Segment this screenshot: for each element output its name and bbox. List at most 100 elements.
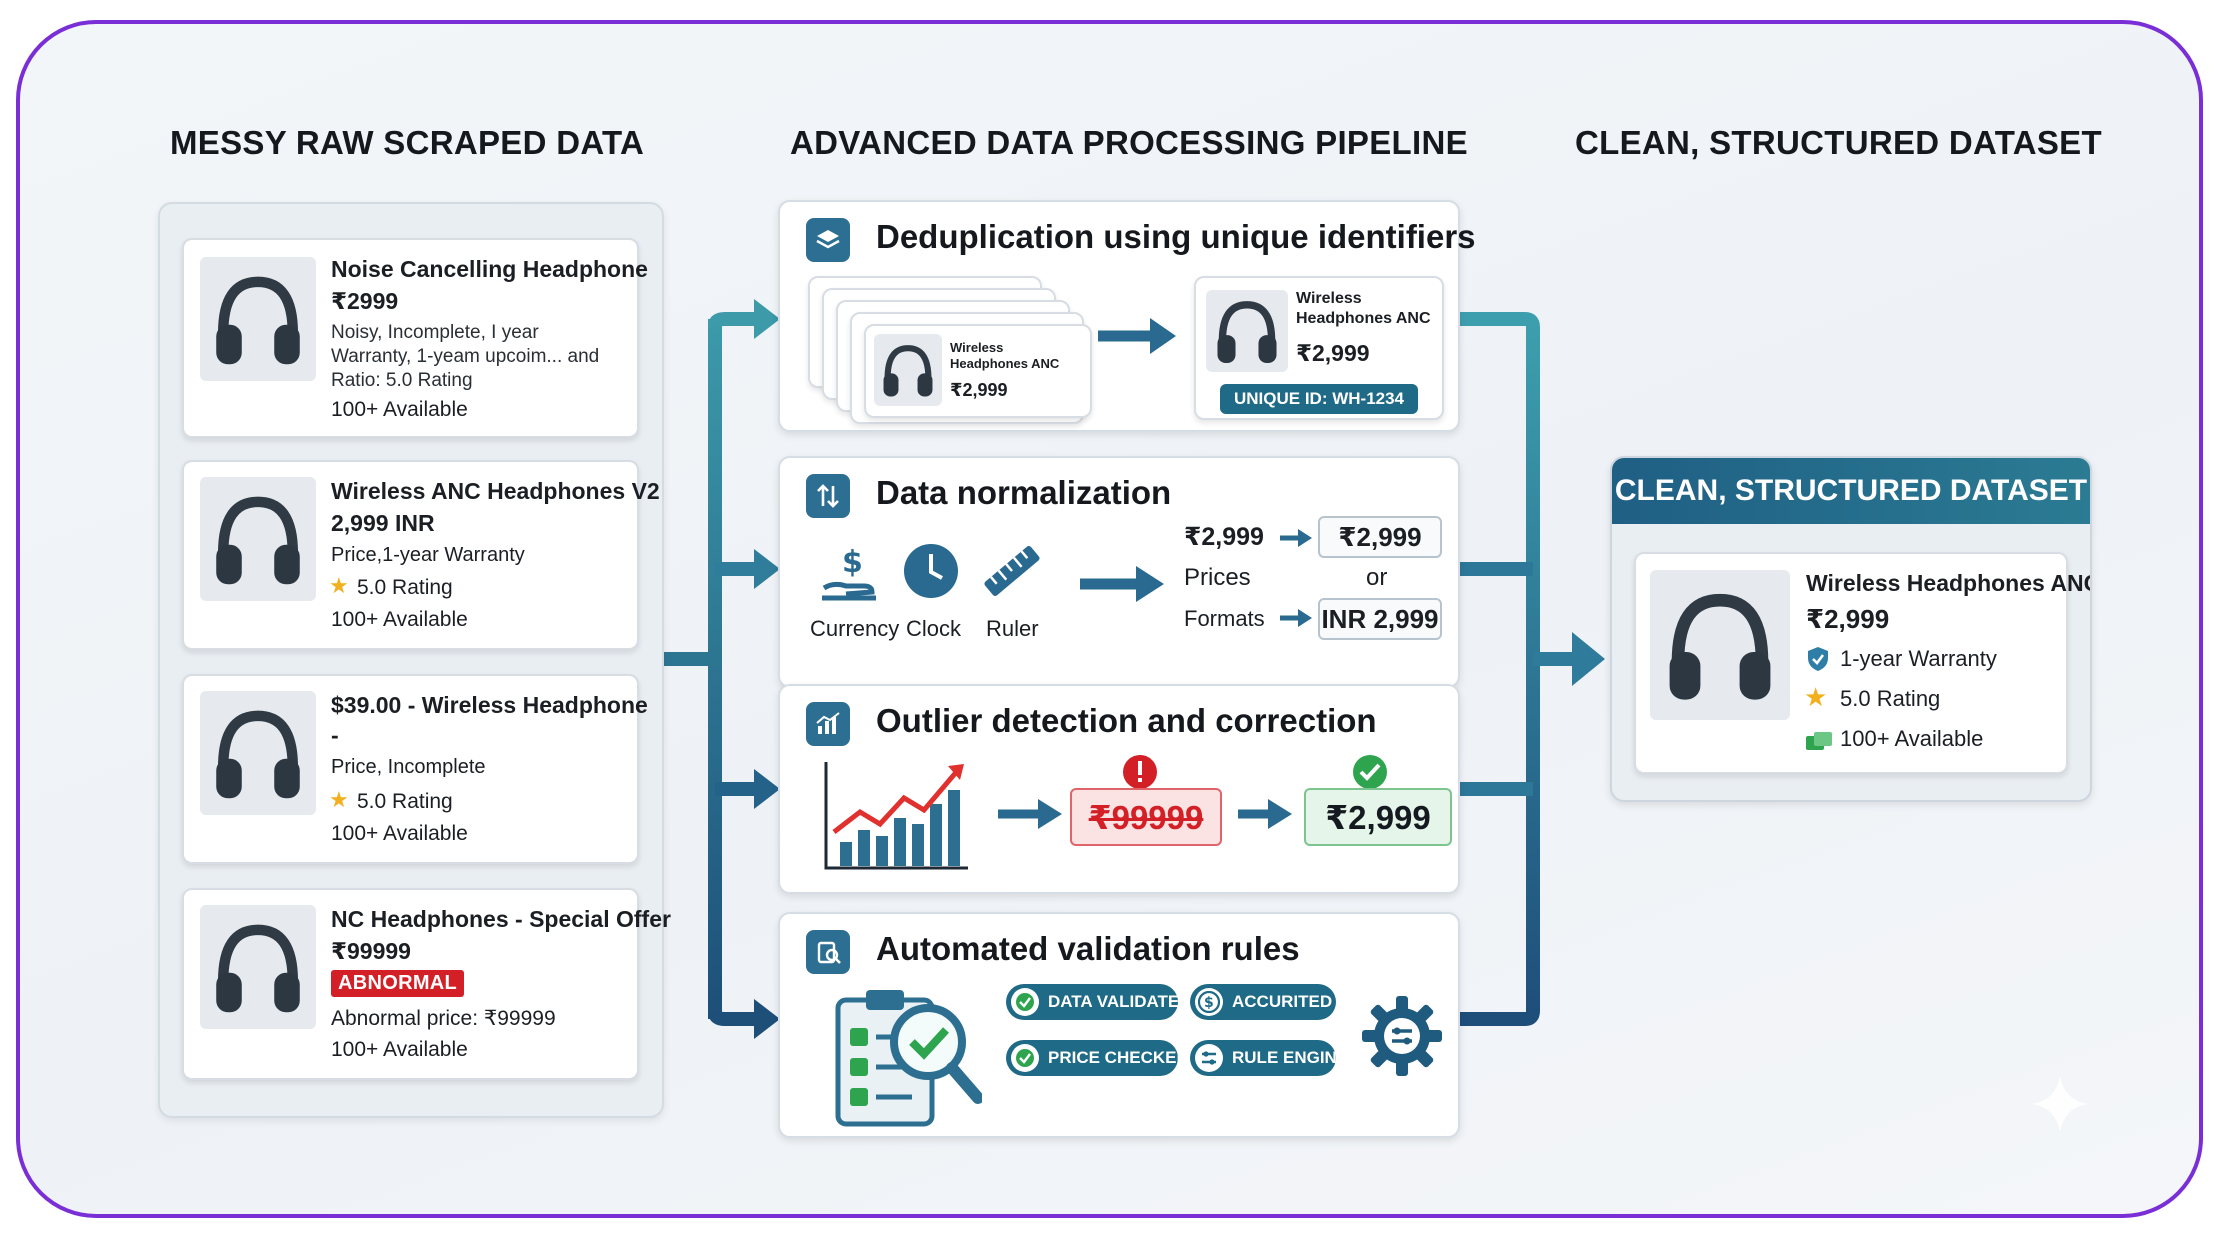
arrow-right-icon [1080,566,1164,602]
product-desc: Price,1-year Warranty [331,544,525,566]
stage-outlier: Outlier detection and correction ₹99999 … [778,684,1460,894]
product-desc: Noisy, Incomplete, I year [331,322,539,343]
svg-text:$: $ [842,545,863,580]
headphone-image [200,257,316,381]
raw-card: Noise Cancelling Headphone ₹2999 Noisy, … [182,238,648,438]
arrow-small-icon [1280,609,1312,627]
corrected-value: ₹2,999 [1325,798,1431,836]
dollar-icon: $ [1195,988,1223,1016]
icon-label-currency: Currency [810,616,900,641]
clean-dataset-title: CLEAN, STRUCTURED DATASET [1614,474,2088,507]
icon-label-ruler: Ruler [986,616,1039,641]
stack-product-price: ₹2,999 [950,380,1008,400]
raw-card: Wireless ANC Headphones V2 2,999 INR Pri… [182,460,660,650]
left-connector [660,319,722,1019]
result-product-price: ₹2,999 [1296,340,1370,366]
star-icon: ★ [329,573,349,598]
product-desc: Ratio: 5.0 Rating [331,370,473,391]
headphone-image [200,691,316,815]
product-price: 2,999 INR [331,510,435,536]
corrected-value-box: ₹2,999 [1304,788,1452,846]
arrow-right-icon [1238,799,1292,829]
rule-pill-rule-engine: RULE ENGINE [1190,1040,1348,1076]
sliders-icon [1195,1044,1223,1072]
stage-deduplication: Deduplication using unique identifiers W… [778,200,1476,432]
headphone-image [874,334,942,406]
stage-validation: Automated validation rules DATA VALIDATE… [778,912,1460,1138]
error-icon [1123,755,1157,789]
stage-normalization: Data normalization $ Currency Clock Rule… [778,456,1460,688]
shield-check-icon [1808,647,1828,671]
check-icon [1011,988,1039,1016]
gear-icon [1362,996,1442,1076]
abnormal-badge: ABNORMAL [331,970,465,997]
diagram-frame: MESSY RAW SCRAPED DATA ADVANCED DATA PRO… [16,20,2203,1218]
result-product-name: Headphones ANC [1296,310,1431,327]
clean-product-price: ₹2,999 [1806,604,1890,634]
clean-product-name: Wireless Headphones ANC [1806,570,2092,596]
sort-arrows-icon [806,474,850,518]
chart-icon [806,702,850,746]
trend-chart-icon [824,762,968,870]
raw-data-header: MESSY RAW SCRAPED DATA [170,124,645,161]
rating: 5.0 Rating [357,576,453,599]
svg-text:$: $ [1204,995,1214,1011]
clean-product-card: Wireless Headphones ANC ₹2,999 1-year Wa… [1634,552,2090,774]
star-icon: ★ [329,787,349,812]
checklist-magnifier-icon [835,990,982,1127]
result-product-name: Wireless [1296,290,1362,307]
layers-icon [806,218,850,262]
product-title: $39.00 - Wireless Headphone [331,692,648,718]
dedup-result-card: Wireless Headphones ANC ₹2,999 UNIQUE ID… [1194,276,1444,420]
product-desc: Price, Incomplete [331,756,486,778]
availability: 100+ Available [1840,726,1984,751]
availability: 100+ Available [331,1038,468,1061]
headphone-image [1650,570,1790,720]
headphone-image [1206,290,1288,372]
right-connector [1456,312,1540,1026]
product-desc: Abnormal price: ₹99999 [331,1007,556,1030]
product-desc: Warranty, 1-yeam upcoim... and [331,346,600,367]
prices-label: Prices [1184,564,1251,591]
ruler-icon [984,546,1040,596]
headphone-image [200,905,316,1029]
availability: 100+ Available [331,822,468,845]
sparkle-icon [2032,1076,2088,1132]
arrow-right-icon [1098,318,1176,354]
product-price: ₹2999 [331,288,399,314]
normalized-price-box: ₹2,999 [1318,516,1442,558]
pipeline-header: ADVANCED DATA PROCESSING PIPELINE [790,124,1468,161]
stage-title: Outlier detection and correction [876,702,1377,739]
or-label: or [1366,564,1388,591]
flow-connectors [660,299,1605,1039]
outlier-value: ₹99999 [1088,798,1204,836]
clean-dataset-title-bar: CLEAN, STRUCTURED DATASET [1612,458,2090,524]
unique-id-badge: UNIQUE ID: WH-1234 [1220,384,1418,414]
success-check-icon [1353,755,1387,789]
availability: 100+ Available [331,398,468,421]
clean-dataset-header: CLEAN, STRUCTURED DATASET [1575,124,2102,161]
clipboard-search-icon [806,930,850,974]
rule-pill-price-checked: PRICE CHECKED [1006,1040,1189,1076]
rule-pill-accurited: $ ACCURITED [1190,984,1336,1020]
formats-label: Formats [1184,606,1265,631]
headphone-image [200,477,316,601]
product-dash: - [331,722,339,748]
stack-product-name: Wireless Headphones ANC [950,340,1060,371]
raw-card: $39.00 - Wireless Headphone - Price, Inc… [182,674,648,864]
product-title: NC Headphones - Special Offer [331,906,671,932]
arrow-right-icon [998,799,1062,829]
star-icon: ★ [1804,682,1828,712]
stage-title: Data normalization [876,474,1172,511]
warranty: 1-year Warranty [1840,646,1997,671]
normalized-format-box: INR 2,999 [1318,598,1442,640]
currency-icon: $ [822,545,876,601]
check-icon [1011,1044,1039,1072]
stage-title: Deduplication using unique identifiers [876,218,1476,255]
product-title: Noise Cancelling Headphone [331,256,648,282]
arrow-small-icon [1280,529,1312,547]
icon-label-clock: Clock [906,616,962,641]
raw-price-value: ₹2,999 [1184,523,1264,551]
rating: 5.0 Rating [357,790,453,813]
clean-dataset-panel: CLEAN, STRUCTURED DATASET Wireless Headp… [1610,456,2092,802]
